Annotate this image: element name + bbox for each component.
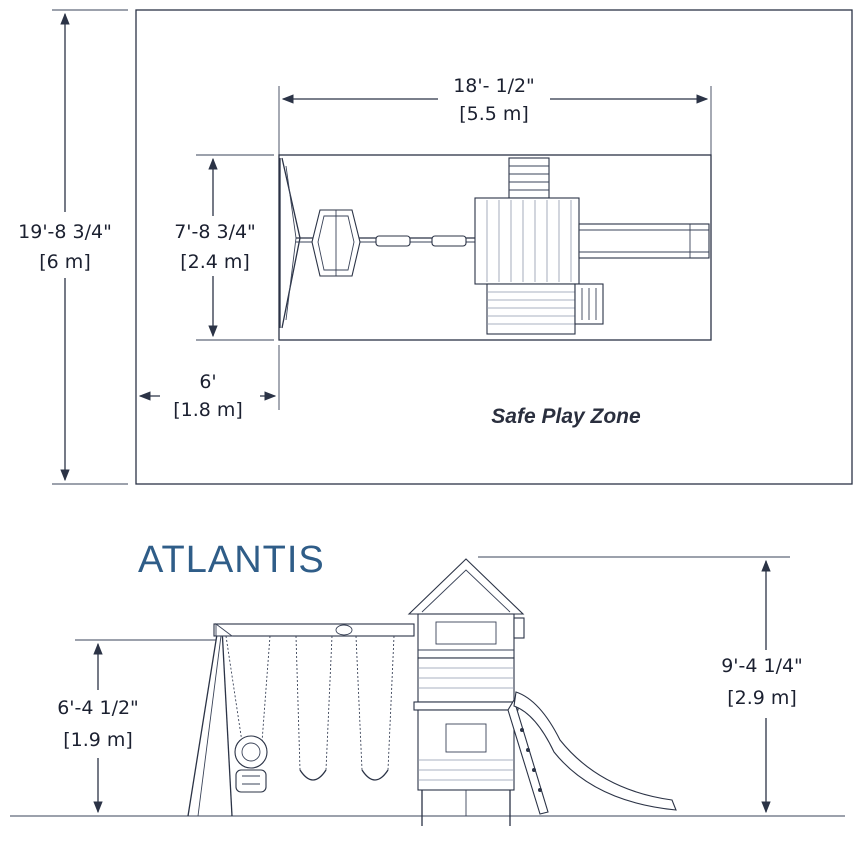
plan-ladder: [508, 157, 550, 199]
total-height-imperial: 9'-4 1/4": [721, 655, 803, 677]
structure-footprint: [278, 154, 712, 341]
safe-play-zone-label: Safe Play Zone: [491, 405, 641, 428]
elevation-web-swing: [225, 635, 271, 793]
plan-climbing-wall: [574, 283, 604, 325]
plan-view: 19'-8 3/4" [6 m] 18'- 1/2" [5.5 m] 7'-8 …: [4, 9, 853, 485]
climbing-ramp: [507, 698, 549, 815]
tower-roof: [407, 558, 525, 615]
wave-slide: [513, 691, 677, 811]
structure-depth-metric: [2.4 m]: [180, 251, 250, 273]
overall-width-metric: [5.5 m]: [459, 103, 529, 125]
swing-beam: [213, 623, 415, 637]
safe-play-zone-boundary: [135, 9, 853, 485]
plan-tower-roof: [474, 197, 580, 285]
elevation-swing-set: [187, 623, 415, 817]
overall-depth-metric: [6 m]: [39, 251, 90, 273]
structure-depth-imperial: 7'-8 3/4": [174, 221, 256, 243]
total-height-metric: [2.9 m]: [727, 687, 797, 709]
clearance-metric: [1.8 m]: [173, 399, 243, 421]
elevation-tower: [407, 558, 677, 826]
plan-lower-deck: [486, 283, 576, 335]
clearance-imperial: 6': [199, 371, 216, 393]
plan-web-swing: [311, 209, 361, 277]
beam-height-imperial: 6'-4 1/2": [57, 697, 139, 719]
product-name: ATLANTIS: [138, 539, 325, 581]
elevation-belt-swing-2: [355, 635, 395, 781]
plan-playset-drawing: [279, 157, 710, 335]
elevation-view: ATLANTIS 6'-4 1/2" [1.9 m] 9'-4 1/4" [2.…: [10, 539, 845, 826]
plan-belt-swing-2: [431, 235, 467, 247]
plan-belt-swing-1: [375, 235, 411, 247]
overall-depth-imperial: 19'-8 3/4": [18, 221, 112, 243]
beam-height-metric: [1.9 m]: [63, 729, 133, 751]
elevation-belt-swing-1: [295, 635, 333, 781]
plan-slide: [578, 223, 710, 259]
overall-width-imperial: 18'- 1/2": [453, 75, 535, 97]
